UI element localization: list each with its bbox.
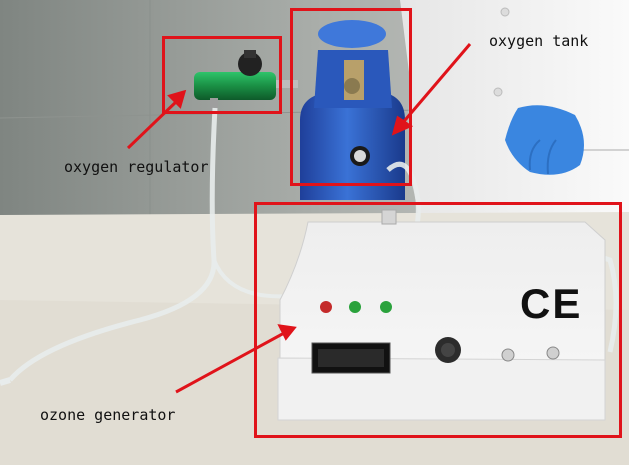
oxygen-tank-label: oxygen tank [489, 32, 589, 50]
ce-mark: CE [520, 280, 583, 327]
tank-highlight-box [290, 8, 412, 186]
tubing [0, 377, 11, 386]
tubing [212, 259, 291, 299]
glove-fingers [528, 139, 557, 175]
tubing [8, 107, 218, 382]
oxygen-tank [300, 20, 405, 200]
annotation-arrows [126, 43, 472, 394]
oxygen-regulator [194, 50, 298, 110]
blue-glove [505, 105, 584, 175]
regulator-highlight-box [162, 36, 282, 114]
ozone-generator-label: ozone generator [40, 406, 176, 424]
coat-button [493, 87, 503, 97]
oxygen-regulator-label: oxygen regulator [64, 158, 209, 176]
coat-button [500, 7, 510, 17]
generator-highlight-box [254, 202, 622, 438]
ozone-generator-device [277, 209, 606, 421]
